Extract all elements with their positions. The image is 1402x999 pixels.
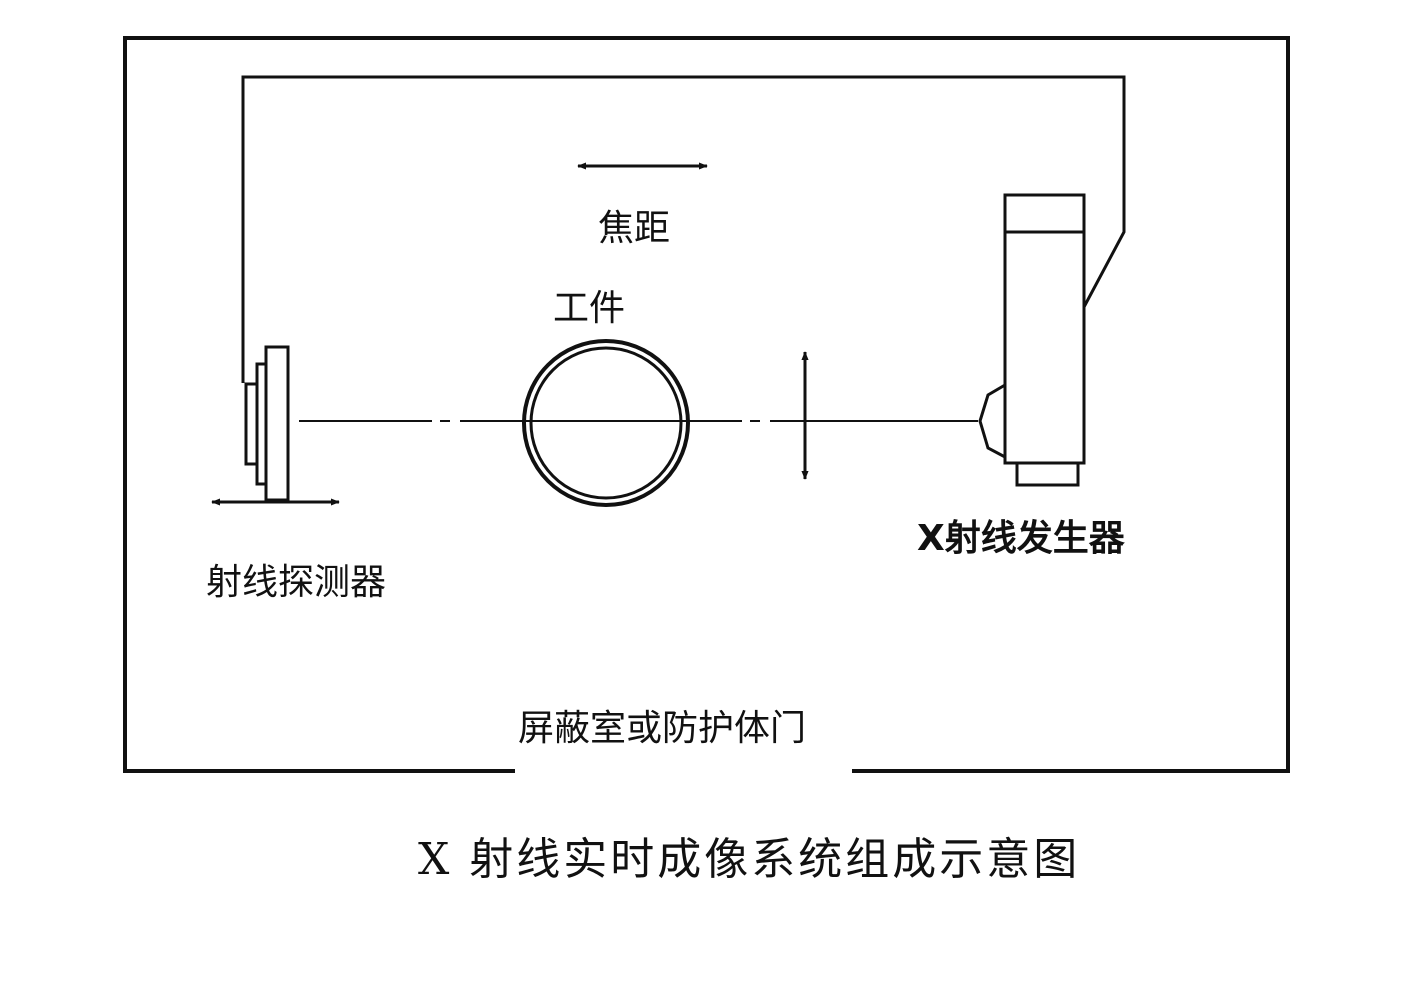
shield-room-outline [123,36,1290,773]
detector-assembly [244,345,290,502]
diagram-caption: X 射线实时成像系统组成示意图 [418,834,1081,885]
xray-generator [978,193,1086,487]
focal-distance-label: 焦距 [598,208,671,249]
connection-cable [241,75,1126,383]
detector-label: 射线探测器 [206,562,387,603]
workpiece-label: 工件 [553,288,626,329]
generator-label: X射线发生器 [917,518,1125,559]
shield-door-label: 屏蔽室或防护体门 [518,708,807,749]
workpiece-ring [522,339,690,507]
